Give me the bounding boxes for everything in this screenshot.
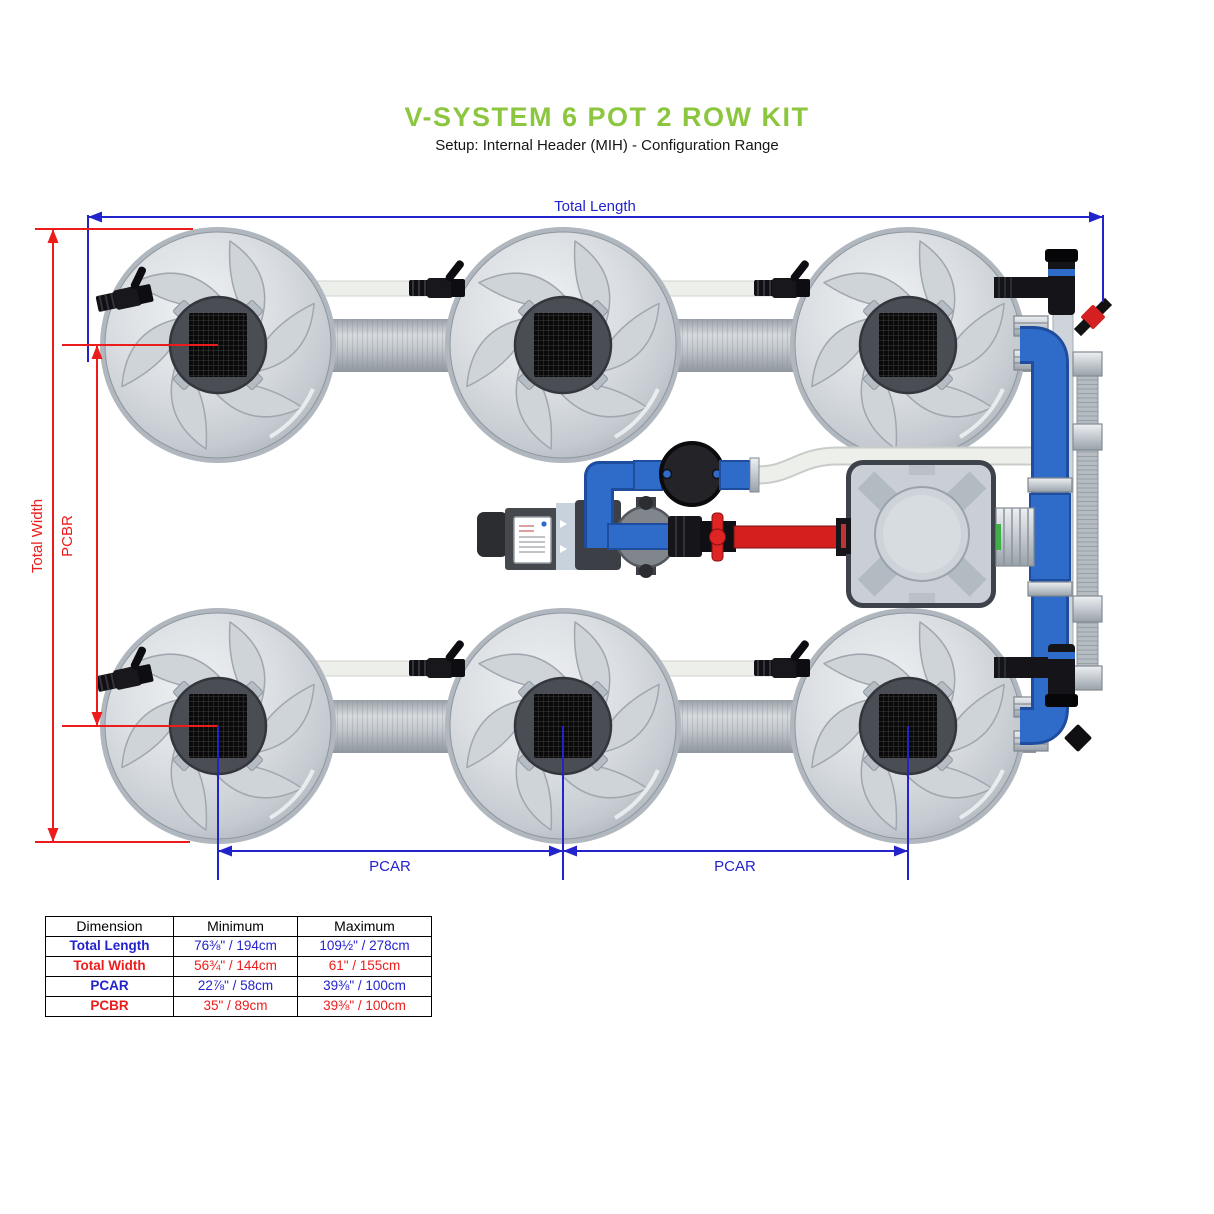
dimension-pcar: PCAR PCAR [217,726,909,880]
pot-6-valve [753,637,812,679]
manifold-tee-bottom [994,644,1078,707]
row-dimension: Total Length [45,936,174,957]
manifold-tee-top [994,249,1078,315]
table-header-row: Dimension Minimum Maximum [45,916,432,937]
row-dimension: PCAR [45,976,174,997]
kit-title: V-SYSTEM 6 POT 2 ROW KIT [404,102,810,132]
corrugated-hose [1072,351,1103,691]
dripper-valve-top [1073,297,1113,337]
red-feed-line [668,512,852,562]
total-width-label: Total Width [29,499,46,573]
check-valve [659,441,760,507]
pot-3-valve [753,257,812,299]
dimensions-table: Dimension Minimum Maximum Total Length 7… [45,916,432,1017]
row-maximum: 109½" / 278cm [297,936,432,957]
table-row: Total Length 76⅜" / 194cm 109½" / 278cm [45,936,432,957]
col-minimum: Minimum [173,916,298,937]
row-minimum: 35" / 89cm [173,996,298,1017]
col-maximum: Maximum [297,916,432,937]
row-minimum: 22⅞" / 58cm [173,976,298,997]
table-row: Total Width 56¾" / 144cm 61" / 155cm [45,956,432,977]
kit-subtitle: Setup: Internal Header (MIH) - Configura… [435,137,779,154]
row-dimension: Total Width [45,956,174,977]
table-row: PCBR 35" / 89cm 39⅜" / 100cm [45,996,432,1017]
tank-manifold-connector [995,507,1035,567]
red-valve-handle [709,512,726,562]
row-minimum: 76⅜" / 194cm [173,936,298,957]
title-block: V-SYSTEM 6 POT 2 ROW KIT Setup: Internal… [0,102,1214,154]
col-dimension: Dimension [45,916,174,937]
pot-5-valve [408,637,467,679]
row-maximum: 39⅜" / 100cm [297,996,432,1017]
pot-2 [443,225,683,465]
row-dimension: PCBR [45,996,174,1017]
pot-2-valve [408,257,467,299]
dimension-pcbr: PCBR [59,344,218,727]
row-maximum: 39⅜" / 100cm [297,976,432,997]
pot-3 [788,225,1028,465]
return-manifold [994,249,1113,752]
total-length-label: Total Length [554,198,636,215]
header-tank [838,460,996,608]
dimension-total-width: Total Width [29,228,193,843]
pcar-right-label: PCAR [714,858,756,875]
pcar-left-label: PCAR [369,858,411,875]
table-row: PCAR 22⅞" / 58cm 39⅜" / 100cm [45,976,432,997]
dripper-valve-bottom [1064,724,1092,752]
pcbr-label: PCBR [59,515,76,557]
pump-blue-pipes [584,460,673,550]
row-maximum: 61" / 155cm [297,956,432,977]
dimension-total-length: Total Length [87,198,1104,362]
pump-assembly [477,441,1048,608]
row-minimum: 56¾" / 144cm [173,956,298,977]
